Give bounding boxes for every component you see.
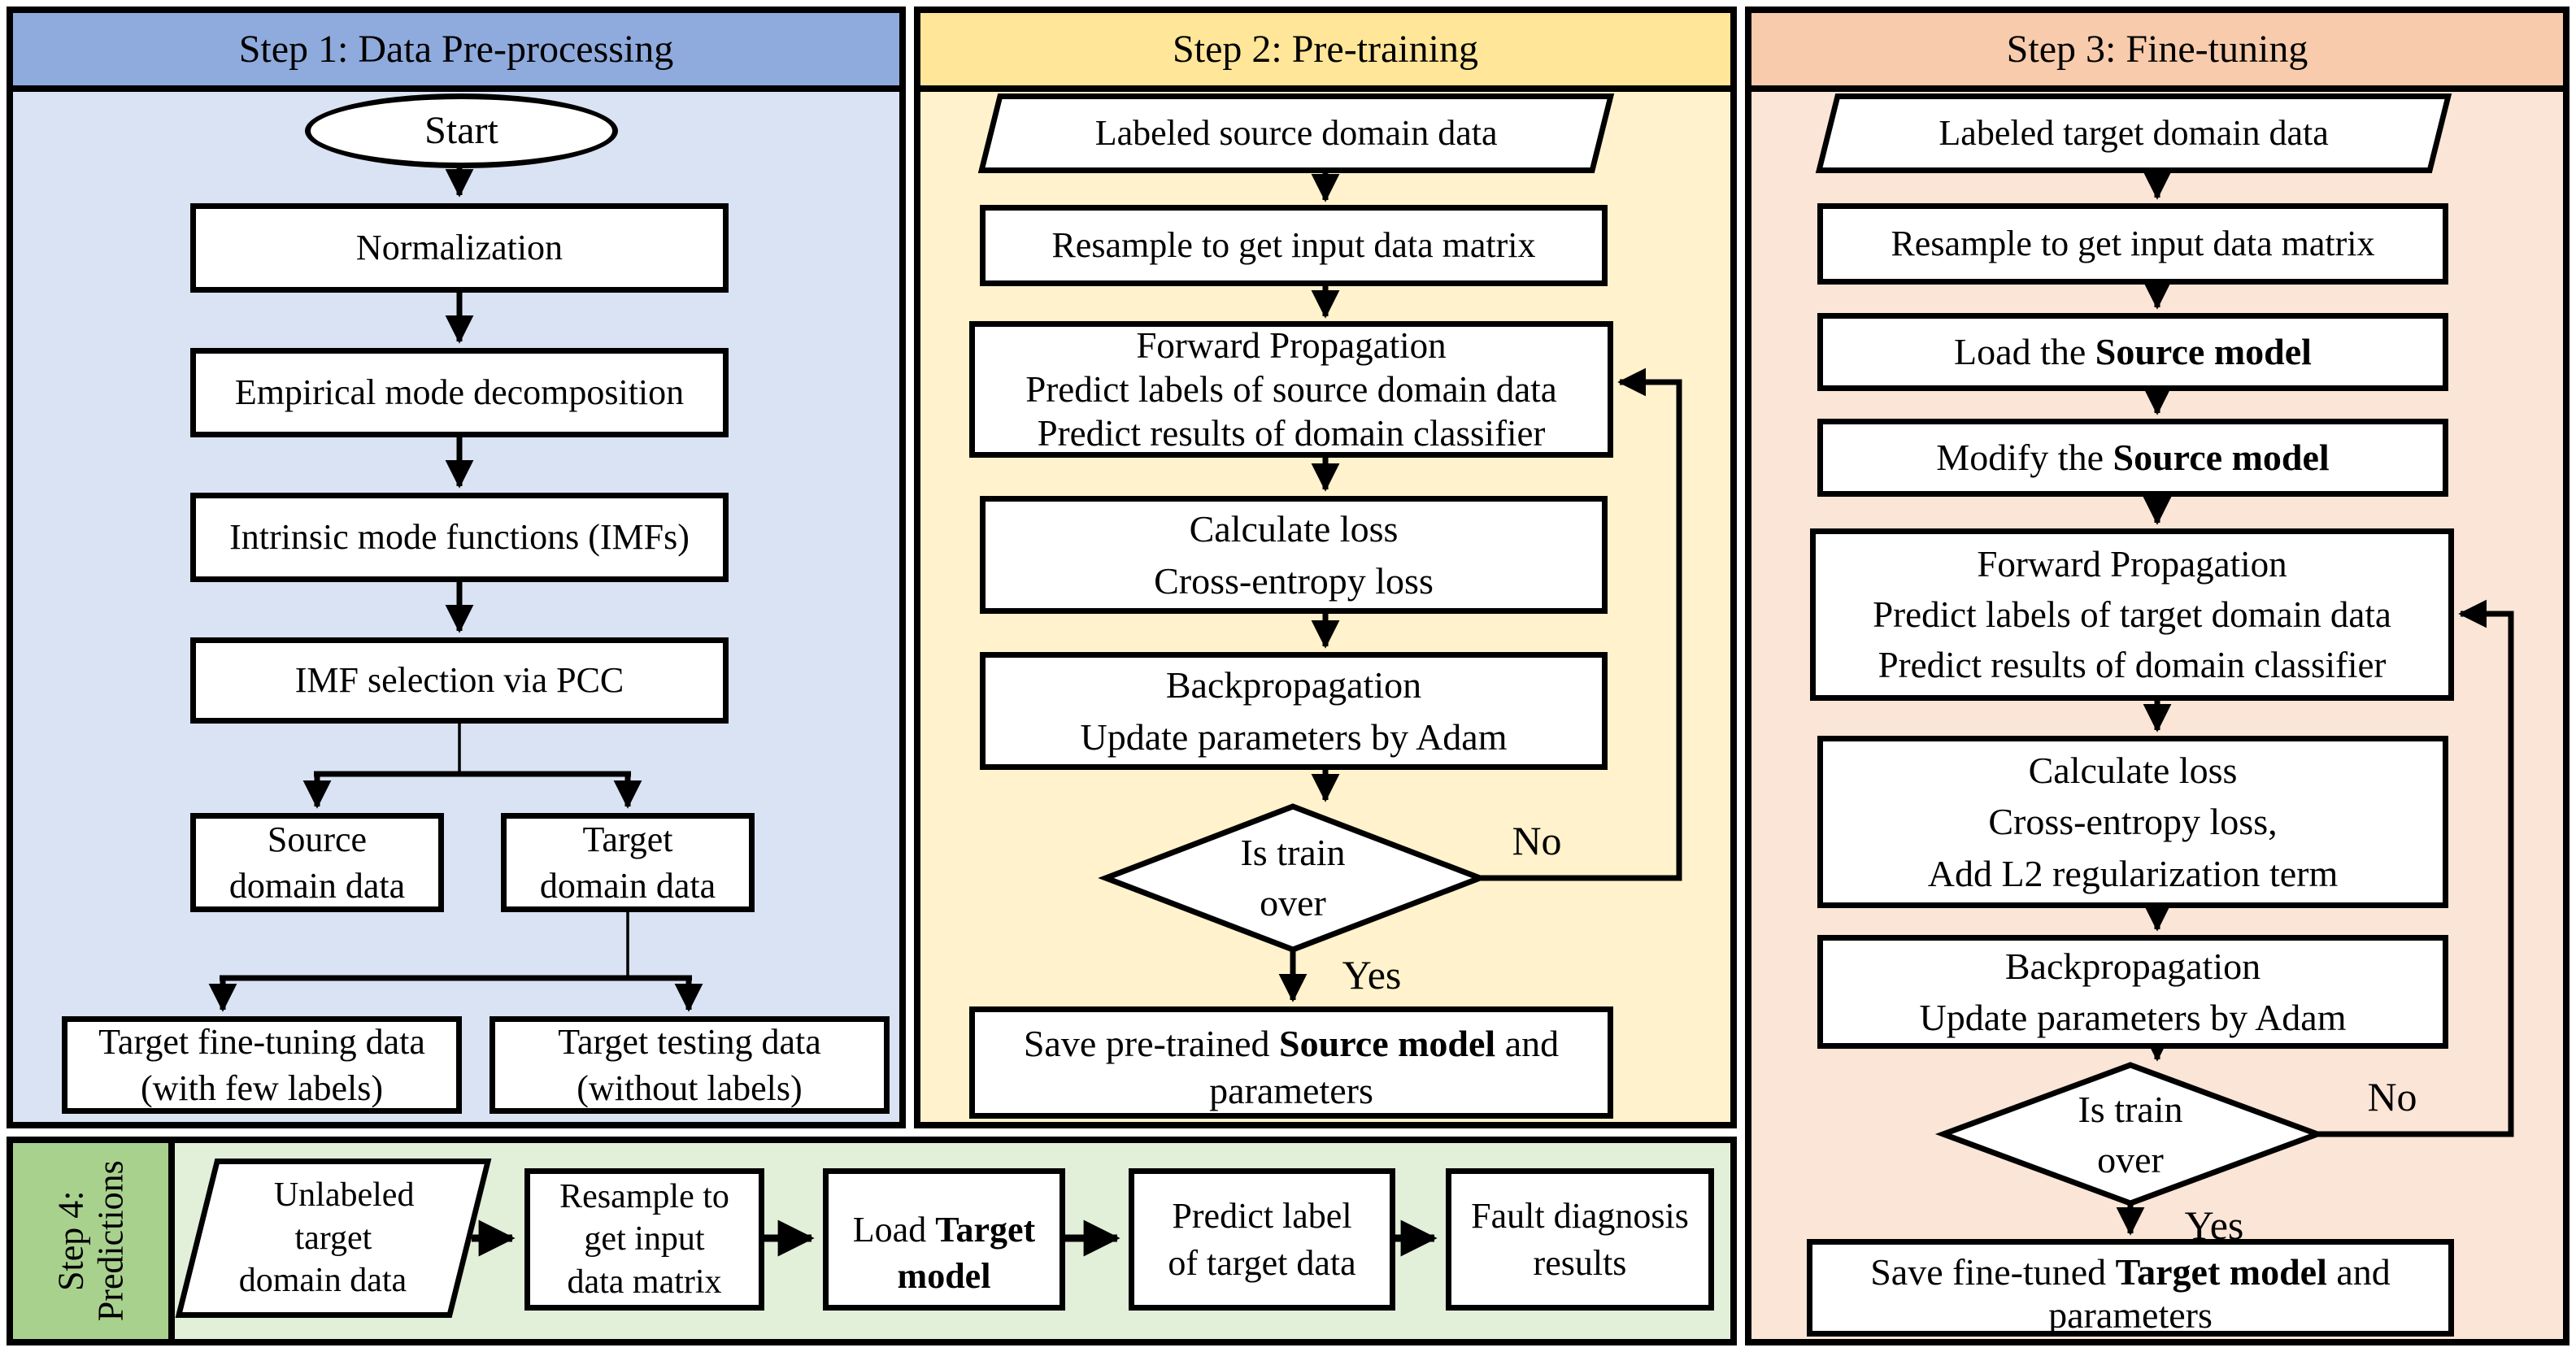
node-s4-resample: Resample to get input data matrix [524, 1168, 764, 1311]
node-normalization: Normalization [190, 203, 729, 293]
node-s2-labeled-source-data: Labeled source domain data [977, 93, 1615, 173]
node-s3-load-source-model: Load the Source model [1817, 313, 2448, 391]
panel-step4-sidebar: Step 4: Predictions [13, 1143, 175, 1339]
loop-s3-no-feedback [2317, 599, 2514, 1137]
node-target-finetuning-data: Target fine-tuning data (with few labels… [62, 1016, 462, 1114]
node-emd: Empirical mode decomposition [190, 348, 729, 437]
node-s3-forward-propagation: Forward Propagation Predict labels of ta… [1810, 528, 2454, 701]
node-s2-backpropagation: Backpropagation Update parameters by Ada… [980, 652, 1608, 770]
edge-label-s2-yes: Yes [1342, 952, 1402, 998]
node-start: Start [305, 93, 618, 168]
node-s3-calculate-loss: Calculate loss Cross-entropy loss, Add L… [1817, 736, 2448, 908]
node-s4-load-target-model: Load Target model [823, 1168, 1065, 1311]
node-s3-modify-source-model: Modify the Source model [1817, 419, 2448, 497]
edge-label-s3-no: No [2367, 1074, 2417, 1119]
panel-step3-title: Step 3: Fine-tuning [2006, 28, 2308, 71]
panel-step1-title: Step 1: Data Pre-processing [238, 28, 674, 71]
panel-step2-header: Step 2: Pre-training [920, 13, 1730, 92]
edge-label-s2-no: No [1512, 818, 1562, 863]
node-s3-labeled-target-data: Labeled target domain data [1815, 93, 2452, 173]
node-s2-calculate-loss: Calculate loss Cross-entropy loss [980, 496, 1608, 614]
decision-diamond-step3 [1934, 1062, 2326, 1206]
panel-step2-title: Step 2: Pre-training [1173, 28, 1478, 71]
decision-label-s3-is-train-over: Is train over [2078, 1088, 2183, 1180]
loop-s2-no-feedback [1480, 367, 1682, 881]
node-s2-forward-propagation: Forward Propagation Predict labels of so… [969, 321, 1613, 458]
node-s2-save-source-model: Save pre-trained Source model and parame… [969, 1006, 1613, 1119]
node-source-domain-data: Source domain data [190, 813, 444, 912]
node-imfs: Intrinsic mode functions (IMFs) [190, 493, 729, 582]
node-target-testing-data: Target testing data (without labels) [490, 1016, 890, 1114]
node-imf-selection: IMF selection via PCC [190, 637, 729, 724]
panel-step3-header: Step 3: Fine-tuning [1751, 13, 2563, 92]
decision-label-s2-is-train-over: Is train over [1240, 831, 1346, 924]
node-s4-predict-label: Predict label of target data [1129, 1168, 1395, 1311]
node-s2-resample: Resample to get input data matrix [980, 205, 1608, 286]
node-s3-backpropagation: Backpropagation Update parameters by Ada… [1817, 935, 2448, 1049]
node-s3-save-target-model: Save fine-tuned Target model and paramet… [1807, 1239, 2454, 1337]
node-s4-unlabeled-target-data: Unlabeled target domain data [175, 1159, 492, 1318]
decision-diamond-step2 [1098, 803, 1488, 953]
node-s4-fault-diagnosis-results: Fault diagnosis results [1446, 1168, 1714, 1311]
node-s3-resample: Resample to get input data matrix [1817, 203, 2448, 285]
node-target-domain-data: Target domain data [501, 813, 755, 912]
panel-step1-header: Step 1: Data Pre-processing [13, 13, 899, 92]
